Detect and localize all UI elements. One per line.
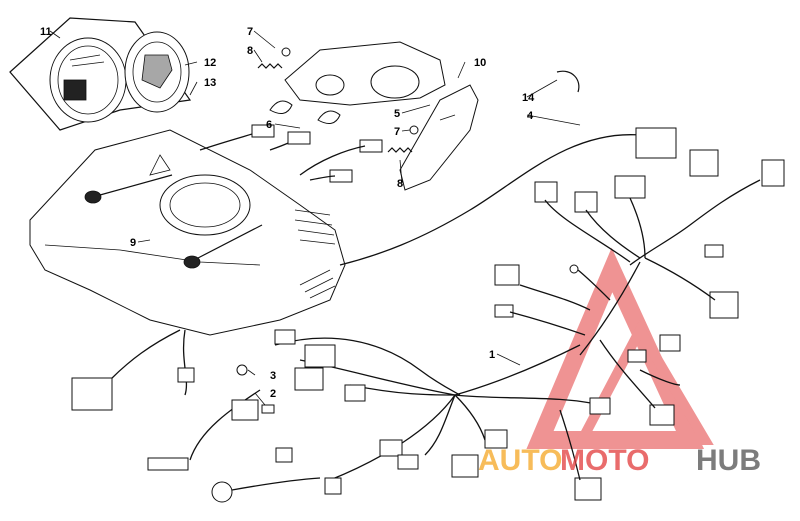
callout-1: 1 [489,349,495,361]
bulb-socket-left [269,100,293,115]
bulb-socket-right [317,110,341,125]
callout-2: 2 [270,388,276,400]
callout-12: 12 [204,57,216,69]
watermark-logo: AUTO MOTO HUB [478,444,761,477]
washer-upper [281,47,291,57]
bolt-left [84,174,173,204]
spring-lower [387,147,413,153]
upper-harness [199,124,383,183]
bolt-right [183,224,263,269]
callout-3: 3 [270,370,276,382]
callout-4: 4 [527,110,534,122]
callout-14: 14 [522,92,535,104]
callout-13: 13 [204,77,216,89]
gauge-back-cover [124,31,190,113]
cable-clip [556,70,580,93]
main-cable [339,127,677,266]
callout-6: 6 [266,119,272,131]
callout-5: 5 [394,108,400,120]
callout-11: 11 [40,26,52,38]
leader-lines [49,30,581,406]
washer-lower [409,125,419,135]
callout-8-upper: 8 [247,45,253,57]
watermark-triangle [526,247,714,449]
callout-8-lower: 8 [397,178,403,190]
spring-upper [257,63,283,69]
hood-housing [29,129,346,336]
lamp-bracket [284,41,479,191]
right-harness [494,149,785,356]
watermark-text-hub: HUB [696,444,761,477]
lower-harness [71,329,681,503]
callout-7-upper: 7 [247,26,253,38]
callout-7-lower: 7 [394,126,400,138]
callout-10: 10 [474,57,486,69]
watermark-text-auto: AUTO [478,444,562,477]
watermark-text-moto: MOTO [560,444,649,477]
callout-9: 9 [130,237,136,249]
